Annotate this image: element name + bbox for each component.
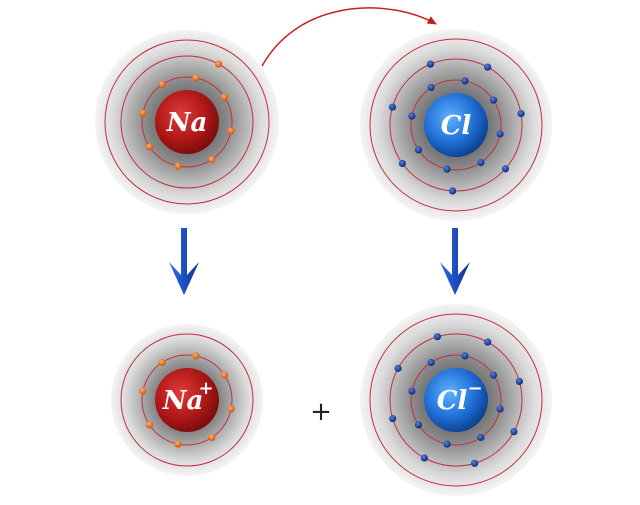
electron (517, 110, 525, 118)
orbit-shell-2 (141, 76, 233, 168)
orbit-shell-2 (410, 354, 502, 446)
orbit-shell-3 (120, 333, 254, 467)
electron (408, 387, 416, 395)
electron (484, 63, 492, 71)
electron-transfer-arrow (261, 7, 437, 67)
electron (420, 454, 428, 462)
electron (427, 358, 435, 367)
electron (139, 109, 147, 117)
electron (414, 421, 423, 429)
electron (477, 433, 485, 442)
orbit-shell-4 (104, 39, 270, 205)
orbit-shell-3 (120, 55, 254, 189)
electron (145, 143, 154, 151)
sodium-atom: Na (95, 30, 279, 214)
electron (394, 364, 402, 372)
electron (389, 414, 397, 423)
electron (477, 158, 485, 167)
electron (227, 405, 235, 413)
electron (461, 352, 469, 360)
electron (158, 80, 166, 89)
orbit-shell-3 (389, 333, 523, 467)
chloride-ion: Cl− (360, 304, 552, 496)
ion-charge: + (198, 378, 213, 399)
electron (174, 162, 182, 170)
orbit-shell-2 (141, 354, 233, 446)
ion-charge: − (467, 378, 482, 399)
electron (220, 371, 229, 379)
element-symbol: Cl (441, 111, 472, 141)
electron (496, 130, 504, 138)
orbit-shell-4 (369, 38, 543, 212)
electron (414, 146, 423, 154)
electron (145, 421, 154, 429)
electron (220, 93, 229, 101)
down-arrow-right (440, 228, 470, 295)
electron (158, 358, 166, 367)
orbit-shell-4 (369, 313, 543, 487)
electron (408, 112, 416, 120)
chlorine-atom: Cl (360, 29, 552, 221)
electron (139, 387, 147, 395)
electron (484, 338, 492, 346)
electron (427, 83, 435, 92)
nucleus (424, 93, 488, 157)
electron (510, 428, 518, 436)
electron (388, 103, 397, 111)
electron (443, 440, 451, 448)
nucleus (155, 90, 219, 154)
nucleus (424, 368, 488, 432)
element-symbol: Na (162, 386, 204, 416)
electron (192, 352, 200, 360)
electron (208, 155, 216, 164)
electron (398, 159, 406, 168)
electron (489, 96, 498, 104)
electron (515, 377, 523, 386)
down-arrow-left (169, 228, 199, 295)
element-symbol: Na (166, 108, 208, 138)
electron (501, 165, 510, 173)
electron (426, 60, 435, 68)
electron (215, 60, 223, 68)
electron (489, 371, 498, 379)
plus-operator: + (310, 397, 332, 427)
orbit-shell-2 (410, 79, 502, 171)
electron (174, 440, 182, 448)
electron (208, 433, 216, 442)
electron (227, 127, 235, 135)
electron (461, 77, 469, 85)
electron (449, 187, 457, 195)
electron (433, 333, 442, 341)
element-symbol: Cl (437, 386, 468, 416)
electron (192, 74, 200, 82)
nucleus (155, 368, 219, 432)
electron (443, 165, 451, 173)
electron (470, 459, 479, 467)
electron (496, 405, 504, 413)
sodium-ion: Na+ (111, 324, 263, 476)
